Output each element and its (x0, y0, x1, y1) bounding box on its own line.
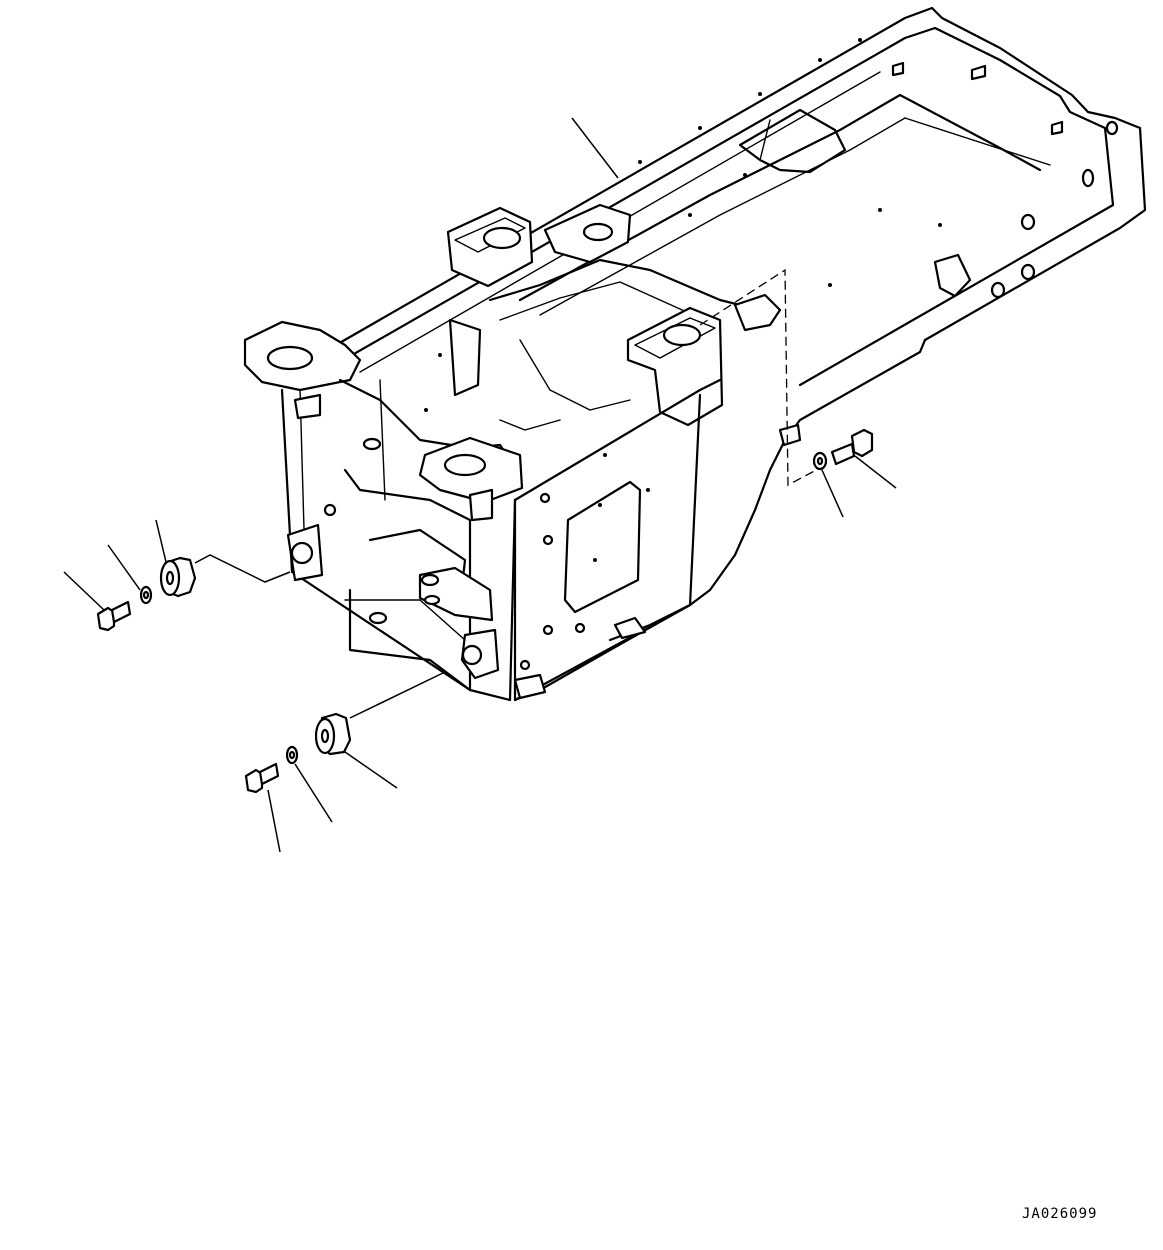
leader-washer-lower (294, 763, 333, 823)
leader-frame (571, 117, 619, 179)
leader-bolt-lower (267, 789, 281, 853)
main-frame (243, 6, 1147, 702)
mount-washer-lower (285, 745, 299, 765)
leader-cushion-left (155, 519, 167, 563)
leader-washer-left (107, 544, 141, 591)
leader-bolt-right (854, 455, 897, 489)
mount-left-centerline (194, 554, 291, 583)
bolt-right (830, 428, 874, 466)
mount-washer-left (139, 585, 153, 605)
drawing-reference-code: JA026099 (1022, 1206, 1098, 1222)
hidden-line (699, 268, 821, 487)
mount-lower-centerline (349, 671, 446, 719)
mount-cushion-left (159, 556, 197, 598)
washer-right (812, 451, 828, 471)
mount-bolt-lower (244, 762, 280, 794)
leader-bolt-left (63, 571, 105, 611)
mount-bolt-left (96, 600, 132, 632)
callout-leaders (63, 117, 897, 853)
leader-cushion-lower (344, 751, 398, 789)
leader-washer-right (821, 469, 844, 518)
mount-cushion-lower (314, 712, 352, 756)
